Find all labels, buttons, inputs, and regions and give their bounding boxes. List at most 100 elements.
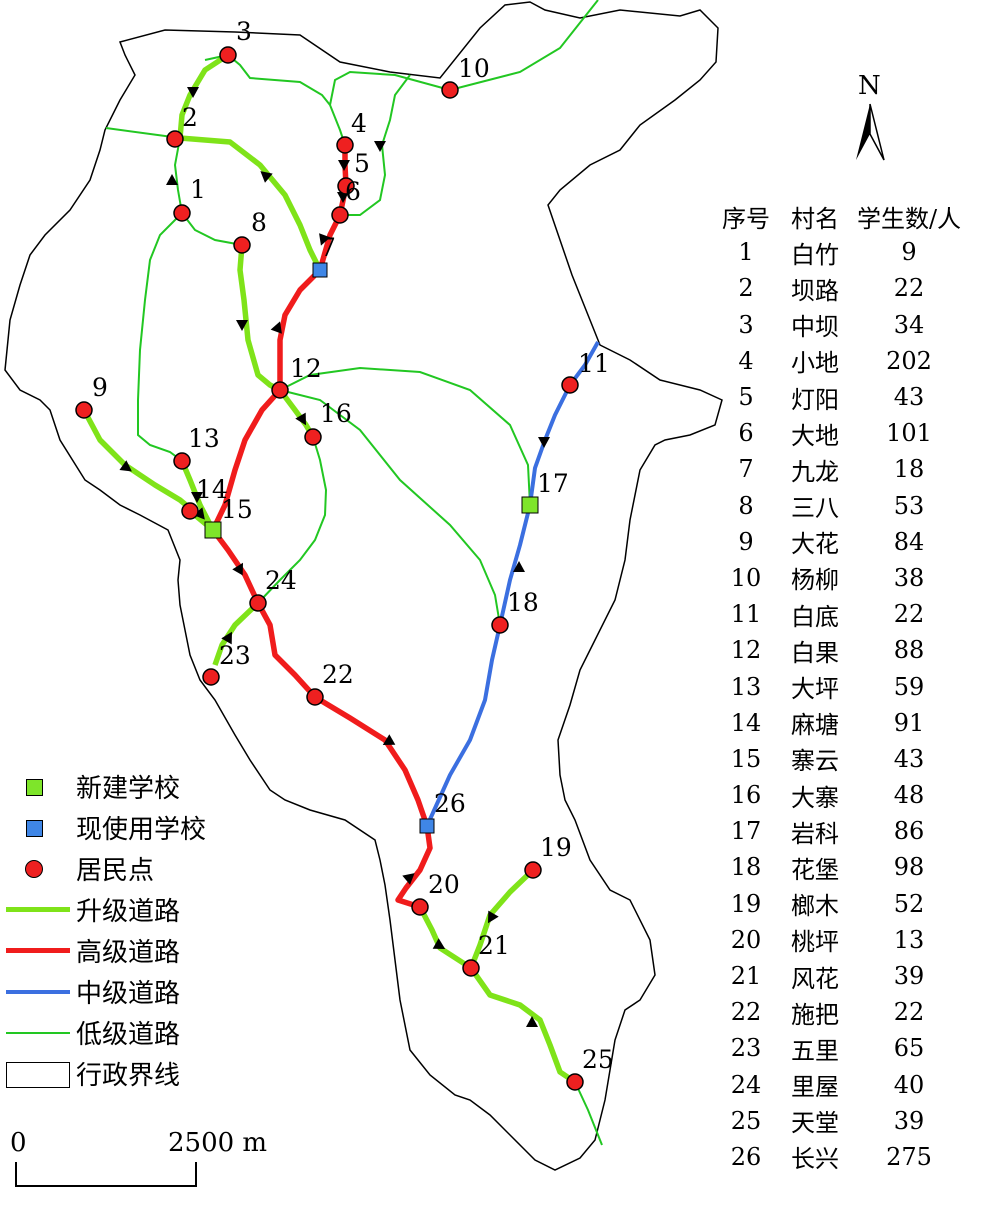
- label-22: 22: [322, 660, 354, 689]
- cell-index: 24: [730, 1070, 762, 1099]
- label-19: 19: [540, 833, 572, 862]
- cell-village: 九龙: [791, 457, 839, 486]
- cell-village: 施把: [791, 1000, 839, 1029]
- scale-start: 0: [10, 1128, 27, 1158]
- label-17: 17: [537, 469, 569, 498]
- label-15: 15: [221, 495, 253, 524]
- settlement-25: [566, 1073, 584, 1091]
- cell-students: 98: [893, 853, 925, 882]
- new-school-icon: [26, 778, 43, 796]
- node-labels: 1 2 3 4 5 6 7 8 9 10 11 12 13 14 15 16 1…: [92, 17, 614, 1074]
- cell-students: 22: [893, 274, 925, 303]
- legend-high-road: 高级道路: [4, 930, 206, 971]
- cell-students: 59: [893, 672, 925, 701]
- upgrade-road-icon: [6, 906, 70, 912]
- label-5: 5: [354, 149, 370, 178]
- cell-index: 22: [730, 998, 762, 1027]
- current-school-7: [312, 262, 328, 278]
- settlement-20: [411, 898, 429, 916]
- label-6: 6: [345, 177, 361, 206]
- north-arrow: N: [848, 70, 894, 166]
- col-header-index: 序号: [722, 204, 770, 233]
- cell-students: 48: [893, 781, 925, 810]
- label-7: 7: [320, 233, 336, 262]
- cell-index: 23: [730, 1034, 762, 1063]
- legend-upgrade-road: 升级道路: [4, 889, 206, 930]
- table-row: 22 施把 22: [712, 994, 968, 1030]
- cell-index: 9: [738, 527, 754, 556]
- settlement-24: [249, 594, 267, 612]
- cell-index: 16: [730, 781, 762, 810]
- cell-index: 12: [730, 636, 762, 665]
- cell-students: 39: [893, 962, 925, 991]
- cell-students: 53: [893, 491, 925, 520]
- cell-village: 大坪: [791, 675, 839, 704]
- cell-index: 3: [738, 310, 754, 339]
- cell-village: 大地: [791, 421, 839, 450]
- label-3: 3: [236, 17, 252, 46]
- label-4: 4: [351, 109, 367, 138]
- cell-students: 22: [893, 998, 925, 1027]
- current-school-26: [419, 818, 435, 834]
- cell-index: 1: [738, 238, 754, 267]
- label-14: 14: [196, 475, 228, 504]
- settlement-4: [336, 136, 354, 154]
- col-header-students: 学生数/人: [856, 204, 962, 233]
- cell-students: 40: [893, 1070, 925, 1099]
- settlements: [75, 46, 584, 1091]
- scale-line: [15, 1162, 197, 1187]
- cell-village: 风花: [791, 964, 839, 993]
- cell-students: 91: [893, 708, 925, 737]
- cell-village: 花堡: [791, 855, 839, 884]
- cell-village: 桃坪: [791, 928, 839, 957]
- label-9: 9: [92, 373, 108, 402]
- settlement-21: [462, 959, 480, 977]
- cell-index: 11: [730, 600, 762, 629]
- cell-village: 长兴: [791, 1145, 839, 1174]
- cell-students: 52: [893, 889, 925, 918]
- cell-students: 65: [893, 1034, 925, 1063]
- cell-students: 18: [893, 455, 925, 484]
- legend-low-road: 低级道路: [4, 1012, 206, 1053]
- label-16: 16: [320, 399, 352, 428]
- label-26: 26: [434, 789, 466, 818]
- cell-students: 202: [886, 346, 932, 375]
- label-11: 11: [578, 349, 610, 378]
- cell-students: 43: [893, 744, 925, 773]
- settlement-icon: [25, 859, 43, 878]
- table-header: 序号 村名 学生数/人: [712, 198, 968, 234]
- cell-students: 13: [893, 925, 925, 954]
- settlement-11: [561, 376, 579, 394]
- table-row: 13 大坪 59: [712, 668, 968, 704]
- cell-village: 天堂: [791, 1109, 839, 1138]
- cell-index: 13: [730, 672, 762, 701]
- cell-village: 榔木: [791, 892, 839, 921]
- cell-index: 8: [738, 491, 754, 520]
- north-arrow-icon: N: [856, 71, 885, 161]
- new-school-15: [204, 521, 222, 539]
- settlement-19: [524, 861, 542, 879]
- settlement-10: [441, 81, 459, 99]
- mid-roads: [425, 341, 600, 827]
- label-8: 8: [251, 208, 267, 237]
- cell-village: 小地: [791, 349, 839, 378]
- label-10: 10: [458, 54, 490, 83]
- settlement-14: [181, 502, 199, 520]
- cell-village: 白果: [791, 638, 839, 667]
- low-road-icon: [6, 1031, 70, 1034]
- north-label: N: [858, 71, 881, 101]
- cell-index: 6: [738, 419, 754, 448]
- cell-index: 20: [730, 925, 762, 954]
